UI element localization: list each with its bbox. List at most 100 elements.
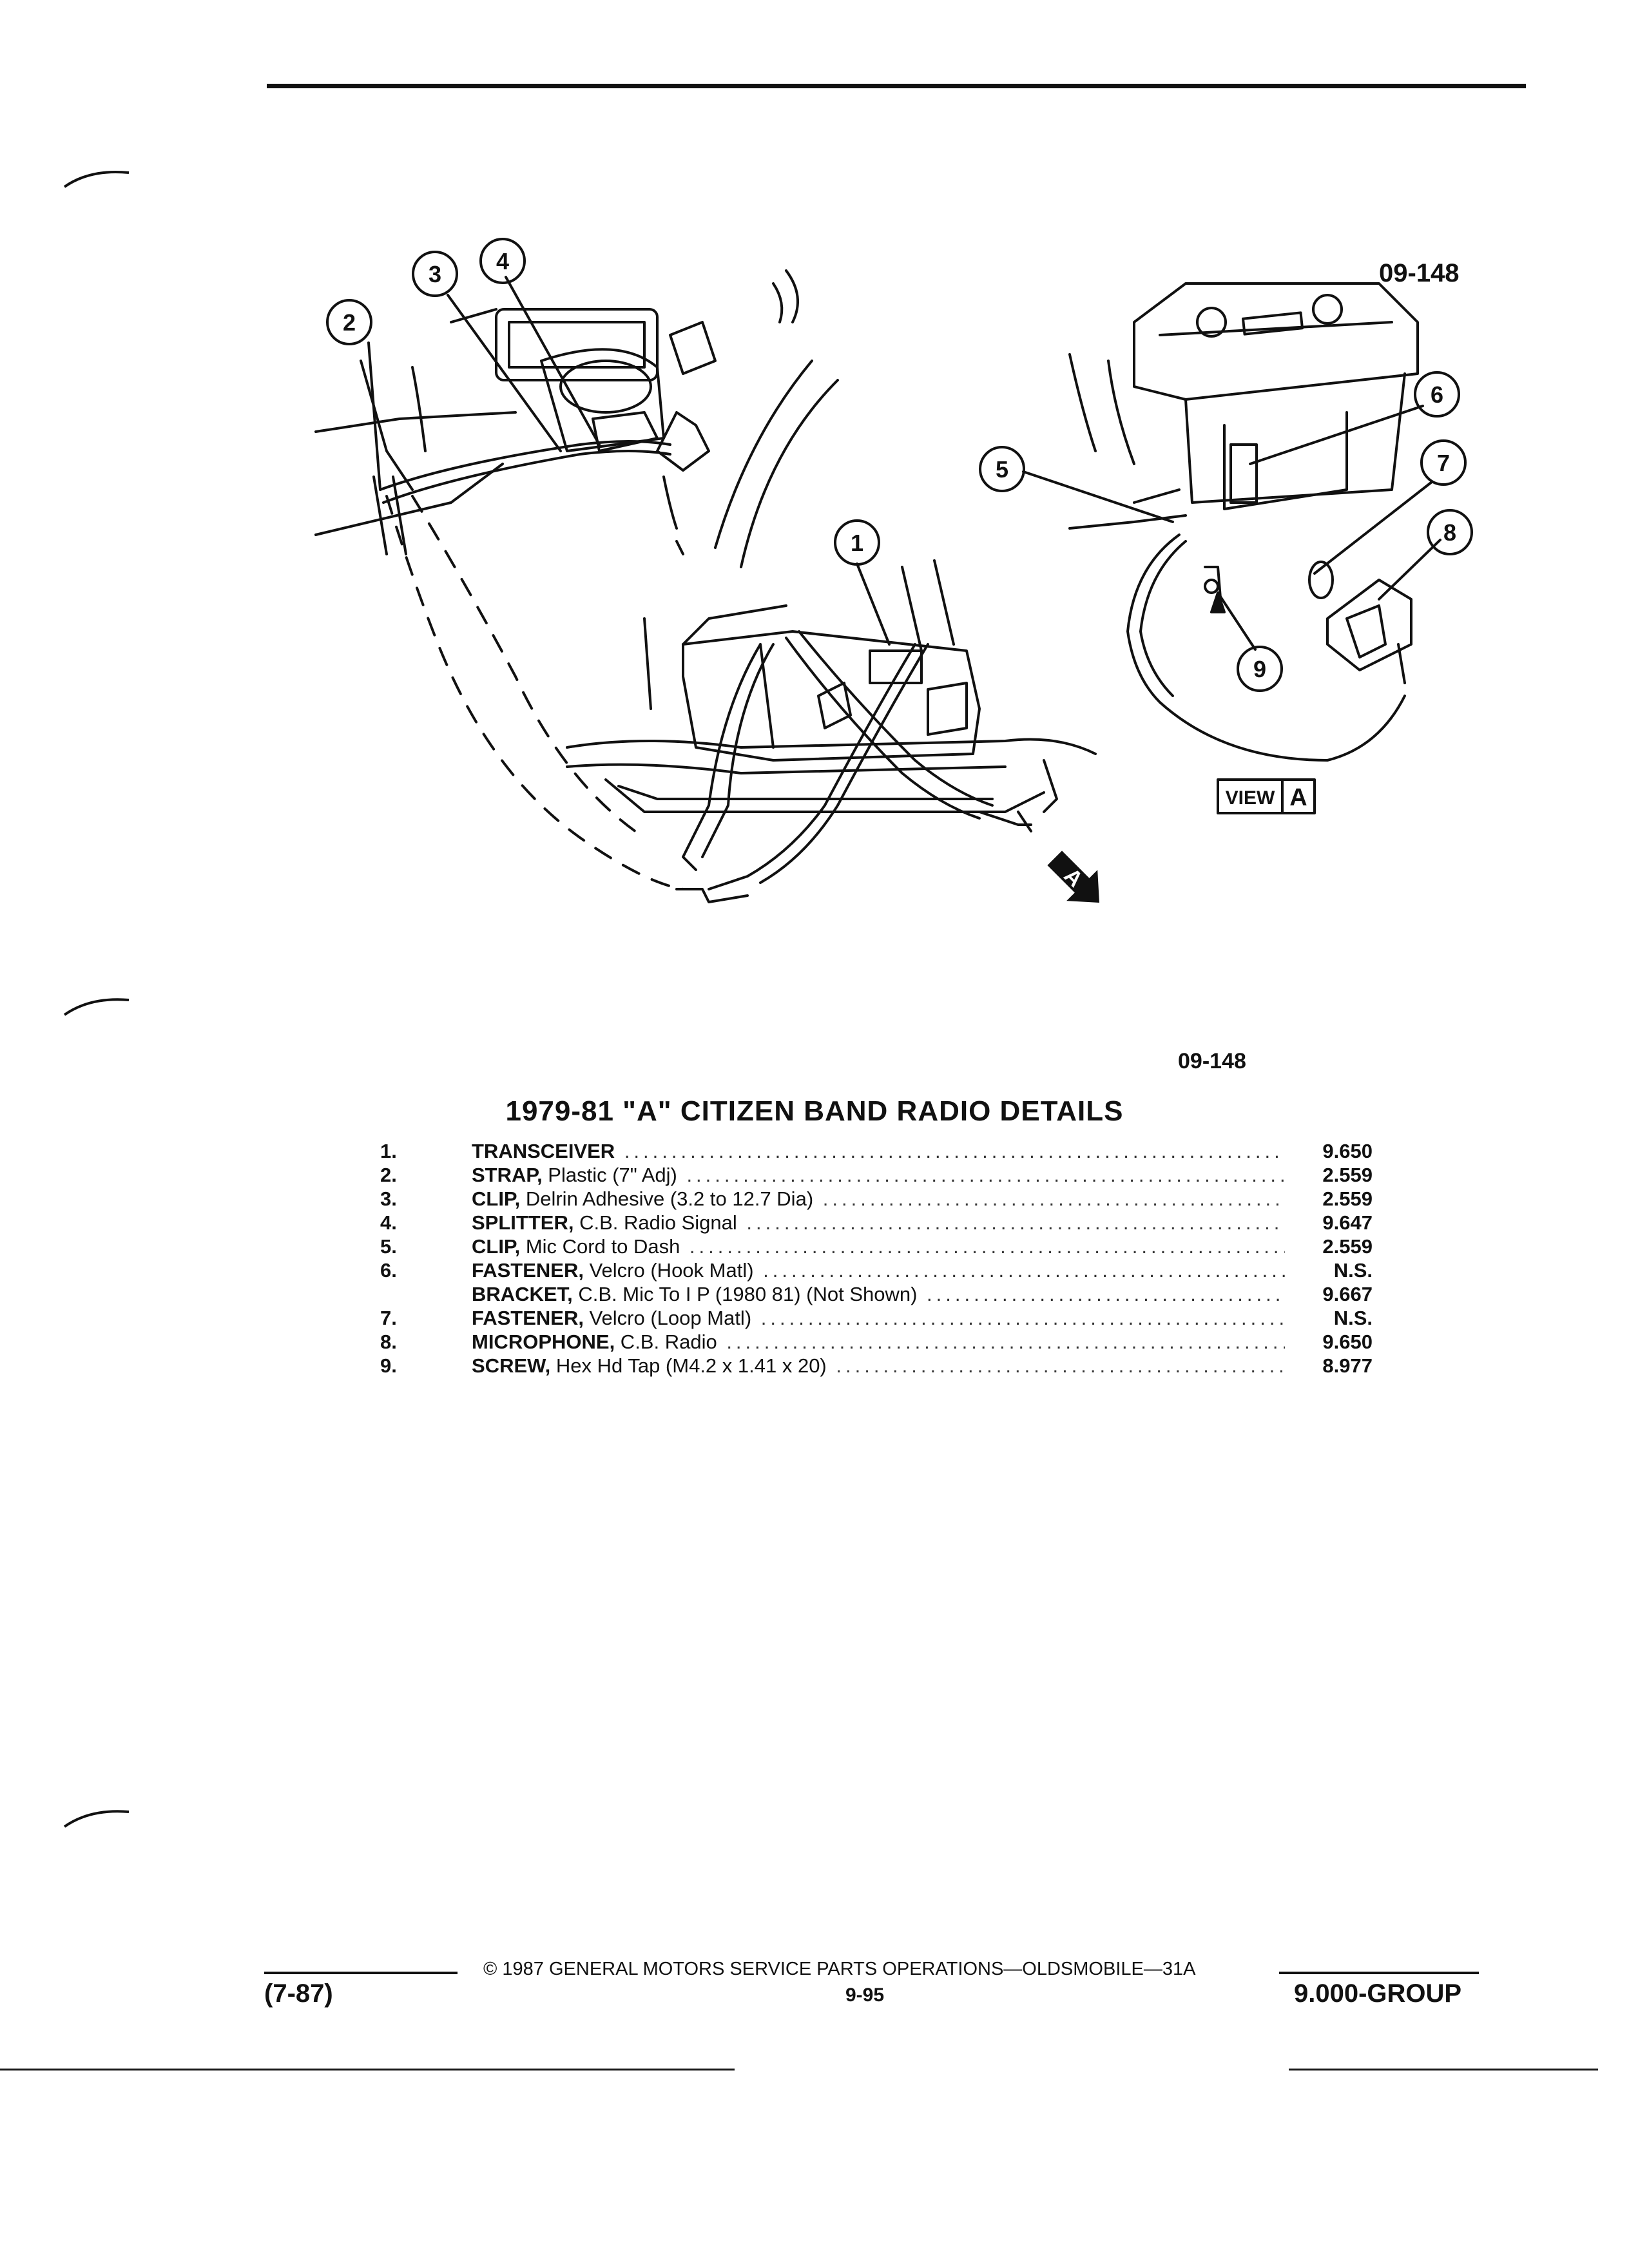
leader-dots: ........................................…: [686, 1164, 1285, 1186]
parts-row: 4. SPLITTER, C.B. Radio Signal ..........…: [380, 1211, 1373, 1235]
view-a-label: VIEW A: [1217, 778, 1316, 814]
parts-row: 2. STRAP, Plastic (7" Adj) ..............…: [380, 1163, 1373, 1187]
part-detail: C.B. Radio: [615, 1331, 717, 1353]
part-number: 9.: [380, 1354, 397, 1377]
parts-row: 9. SCREW, Hex Hd Tap (M4.2 x 1.41 x 20) .…: [380, 1354, 1373, 1378]
part-detail: Hex Hd Tap (M4.2 x 1.41 x 20): [550, 1354, 827, 1377]
footer-copyright: © 1987 GENERAL MOTORS SERVICE PARTS OPER…: [483, 1959, 1196, 1979]
part-group-code: 9.667: [1322, 1283, 1373, 1305]
part-number: 4.: [380, 1211, 397, 1234]
figure-code-top: 09-148: [1379, 259, 1460, 287]
callout-5: 5: [996, 456, 1008, 483]
leader-lines: [367, 276, 1441, 651]
cable-runs: [372, 440, 684, 890]
part-group-code: N.S.: [1333, 1307, 1373, 1329]
part-detail: C.B. Radio Signal: [574, 1211, 737, 1234]
part-detail: Velcro (Hook Matl): [583, 1259, 754, 1282]
part-description: TRANSCEIVER ............................…: [472, 1139, 1285, 1163]
leader-dots: ........................................…: [624, 1140, 1285, 1162]
part-description: BRACKET, C.B. Mic To I P (1980 81) (Not …: [472, 1282, 1285, 1306]
footer-date: (7-87): [264, 1979, 333, 2008]
parts-row: BRACKET, C.B. Mic To I P (1980 81) (Not …: [380, 1282, 1373, 1306]
dash-outline: [314, 269, 839, 568]
part-description: CLIP, Mic Cord to Dash .................…: [472, 1235, 1285, 1258]
part-group-code: 2.559: [1322, 1235, 1373, 1258]
footer-rule-left: [264, 1972, 458, 1974]
part-number: 2.: [380, 1164, 397, 1186]
transceiver-assembly: [566, 559, 1097, 903]
leader-dots: ........................................…: [726, 1331, 1285, 1353]
parts-row: 3. CLIP, Delrin Adhesive (3.2 to 12.7 Dia…: [380, 1187, 1373, 1211]
callout-8: 8: [1443, 519, 1456, 546]
part-description: SCREW, Hex Hd Tap (M4.2 x 1.41 x 20) ...…: [472, 1354, 1285, 1378]
part-number: 8.: [380, 1331, 397, 1353]
part-number: 7.: [380, 1307, 397, 1329]
callout-9: 9: [1253, 656, 1266, 682]
parts-row: 6. FASTENER, Velcro (Hook Matl) .........…: [380, 1258, 1373, 1282]
callout-4: 4: [496, 248, 509, 274]
callout-7: 7: [1437, 450, 1450, 476]
part-detail: Plastic (7" Adj): [542, 1164, 677, 1186]
leader-dots: ........................................…: [760, 1307, 1285, 1329]
radio-installation-diagram: 1 2 3 4 5 6 7 8 9 VIEW A A: [314, 238, 1473, 903]
part-name: TRANSCEIVER: [472, 1140, 615, 1162]
leader-dots: ........................................…: [822, 1187, 1285, 1210]
part-group-code: 2.559: [1322, 1164, 1373, 1186]
part-description: CLIP, Delrin Adhesive (3.2 to 12.7 Dia) …: [472, 1187, 1285, 1211]
page-title: 1979-81 "A" CITIZEN BAND RADIO DETAILS: [505, 1095, 1124, 1127]
header-rule: [267, 84, 1526, 88]
leader-dots: ........................................…: [763, 1259, 1285, 1282]
part-number: 3.: [380, 1187, 397, 1210]
part-number: 6.: [380, 1259, 397, 1282]
callout-6: 6: [1431, 381, 1443, 408]
leader-dots: ........................................…: [836, 1354, 1285, 1377]
part-description: STRAP, Plastic (7" Adj) ................…: [472, 1163, 1285, 1187]
part-description: SPLITTER, C.B. Radio Signal ............…: [472, 1211, 1285, 1235]
part-group-code: 9.647: [1322, 1211, 1373, 1234]
part-detail: Velcro (Loop Matl): [583, 1307, 752, 1329]
part-description: FASTENER, Velcro (Hook Matl) ...........…: [472, 1258, 1285, 1282]
callout-1: 1: [851, 530, 863, 556]
part-name: SPLITTER,: [472, 1211, 574, 1234]
callout-2: 2: [343, 309, 356, 336]
part-name: BRACKET,: [472, 1283, 573, 1305]
callout-3: 3: [429, 261, 441, 287]
part-group-code: 2.559: [1322, 1187, 1373, 1210]
part-name: CLIP,: [472, 1235, 521, 1258]
part-name: FASTENER,: [472, 1307, 584, 1329]
part-name: MICROPHONE,: [472, 1331, 615, 1353]
leader-dots: ........................................…: [927, 1283, 1285, 1305]
view-a-letter: A: [1289, 784, 1307, 811]
part-number: 1.: [380, 1140, 397, 1162]
callout-markers: [326, 238, 1473, 692]
parts-row: 8. MICROPHONE, C.B. Radio ...............…: [380, 1330, 1373, 1354]
part-detail: C.B. Mic To I P (1980 81) (Not Shown): [572, 1283, 918, 1305]
view-direction-arrow: A: [1047, 850, 1100, 903]
parts-row: 1. TRANSCEIVER ..........................…: [380, 1139, 1373, 1163]
part-number: 5.: [380, 1235, 397, 1258]
part-detail: Delrin Adhesive (3.2 to 12.7 Dia): [520, 1187, 814, 1210]
part-name: SCREW,: [472, 1354, 551, 1377]
parts-row: 5. CLIP, Mic Cord to Dash ...............…: [380, 1235, 1373, 1258]
part-name: CLIP,: [472, 1187, 521, 1210]
part-group-code: N.S.: [1333, 1259, 1373, 1282]
parts-list: 1. TRANSCEIVER ..........................…: [380, 1139, 1373, 1378]
part-group-code: 8.977: [1322, 1354, 1373, 1377]
footer-group: 9.000-GROUP: [1294, 1979, 1462, 2008]
part-description: MICROPHONE, C.B. Radio .................…: [472, 1330, 1285, 1354]
figure-code: 09-148: [1178, 1049, 1246, 1073]
part-name: STRAP,: [472, 1164, 543, 1186]
view-a-text: VIEW: [1226, 787, 1275, 809]
leader-dots: ........................................…: [689, 1235, 1285, 1258]
part-group-code: 9.650: [1322, 1140, 1373, 1162]
part-description: FASTENER, Velcro (Loop Matl) ...........…: [472, 1306, 1285, 1330]
footer-page-number: 9-95: [845, 1984, 885, 2006]
part-name: FASTENER,: [472, 1259, 584, 1282]
part-detail: Mic Cord to Dash: [520, 1235, 680, 1258]
view-a-detail: [1068, 282, 1419, 762]
footer-rule-right: [1279, 1972, 1479, 1974]
parts-row: 7. FASTENER, Velcro (Loop Matl) .........…: [380, 1306, 1373, 1330]
part-group-code: 9.650: [1322, 1331, 1373, 1353]
leader-dots: ........................................…: [746, 1211, 1285, 1234]
